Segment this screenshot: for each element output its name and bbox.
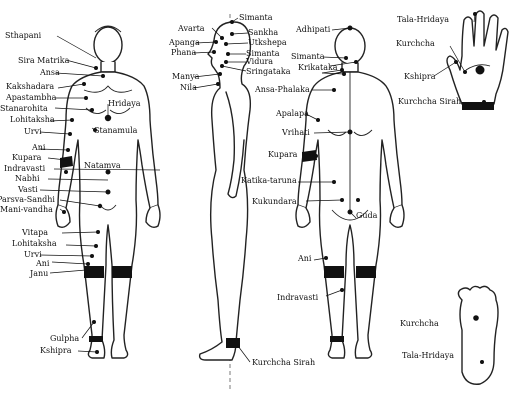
label-apastambha: Apastambha — [5, 93, 57, 102]
label-kukundara: Kukundara — [252, 197, 297, 206]
label-ansa: Ansa — [39, 68, 60, 77]
label-stanarohita: Stanarohita — [0, 104, 48, 113]
label-avarta: Avarta — [177, 24, 205, 33]
label-lohitaksha-leg: Lohitaksha — [12, 239, 57, 248]
label-parsva-sandhi: Parsva-Sandhi — [0, 195, 55, 204]
side-body-figure — [198, 14, 252, 392]
label-simanta-side: Simanta — [246, 49, 280, 58]
side-leader-lines — [193, 17, 251, 363]
label-ani-leg: Ani — [35, 259, 50, 268]
label-krikataka: Krikataka — [298, 63, 338, 72]
label-janu: Janu — [29, 269, 48, 278]
labels-front: Sthapani Sira Matrika Ansa Kakshadara Ap… — [0, 31, 141, 355]
label-katika-taruna: Katika-taruna — [241, 176, 297, 185]
label-kshipra-foot: Kshipra — [40, 346, 72, 355]
label-indravasti-back: Indravasti — [277, 293, 319, 302]
label-sira-matrika: Sira Matrika — [18, 56, 70, 65]
label-tala-hridaya-sole: Tala-Hridaya — [402, 351, 454, 360]
label-ani-back: Ani — [297, 254, 312, 263]
label-hridaya: Hridaya — [108, 99, 141, 108]
label-gulpha: Gulpha — [50, 334, 79, 343]
label-nabhi: Nabhi — [15, 174, 40, 183]
label-nila: Nila — [180, 83, 197, 92]
label-kurchcha-sole: Kurchcha — [400, 319, 439, 328]
label-ansa-phalaka: Ansa-Phalaka — [254, 85, 310, 94]
label-adhipati: Adhipati — [295, 25, 331, 34]
label-lohitaksha-arm: Lohitaksha — [10, 115, 55, 124]
back-leader-lines — [298, 27, 357, 297]
label-kakshadara: Kakshadara — [6, 82, 54, 91]
label-simanta-back: Simanta — [291, 52, 325, 61]
label-kurchcha-sirah-hand: Kurchcha Sirah — [398, 97, 461, 106]
label-kupara-back: Kupara — [268, 150, 298, 159]
label-phana: Phana — [171, 48, 196, 57]
label-kupara-front: Kupara — [12, 153, 42, 162]
labels-side: Simanta Avarta Sankha Apanga Utkshepa Ph… — [168, 13, 315, 367]
labels-back: Adhipati Simanta Krikataka Ansa-Phalaka … — [241, 25, 378, 302]
sole-figure — [457, 285, 499, 385]
label-tala-hridaya-hand: Tala-Hridaya — [397, 15, 449, 24]
back-body-figure — [295, 27, 405, 359]
label-simanta-top: Simanta — [239, 13, 273, 22]
label-guda: Guda — [356, 211, 378, 220]
label-vidura: Vidura — [245, 57, 273, 66]
label-vitapa: Vitapa — [21, 228, 48, 237]
label-ani-arm: Ani — [31, 143, 46, 152]
label-indravasti-front: Indravasti — [4, 164, 46, 173]
label-sankha: Sankha — [248, 28, 278, 37]
hand-leader-lines — [433, 13, 485, 102]
label-stanamula: Stanamula — [94, 126, 138, 135]
label-urvi-leg: Urvi — [24, 250, 42, 259]
label-sringataka: Sringataka — [246, 67, 291, 76]
label-vasti: Vasti — [17, 185, 38, 194]
label-apalapa: Apalapa — [275, 109, 309, 118]
labels-hand-sole: Tala-Hridaya Kurchcha Kshipra Kurchcha S… — [396, 15, 461, 360]
label-manya: Manya — [172, 72, 200, 81]
label-kshipra-hand: Kshipra — [404, 72, 436, 81]
front-leader-lines — [39, 35, 161, 353]
label-vrihati: Vrihati — [281, 128, 310, 137]
label-urvi-arm: Urvi — [24, 127, 42, 136]
label-natamva: Natamva — [84, 161, 121, 170]
front-body-figure — [55, 25, 161, 359]
label-sthapani: Sthapani — [5, 31, 42, 40]
label-utkshepa: Utkshepa — [248, 38, 287, 47]
label-mani-vandha: Mani-vandha — [0, 205, 53, 214]
hand-palm-figure — [446, 10, 509, 110]
label-apanga: Apanga — [168, 38, 200, 47]
label-kurchcha-sirah-side: Kurchcha Sirah — [252, 358, 315, 367]
label-kurchcha-hand: Kurchcha — [396, 39, 435, 48]
